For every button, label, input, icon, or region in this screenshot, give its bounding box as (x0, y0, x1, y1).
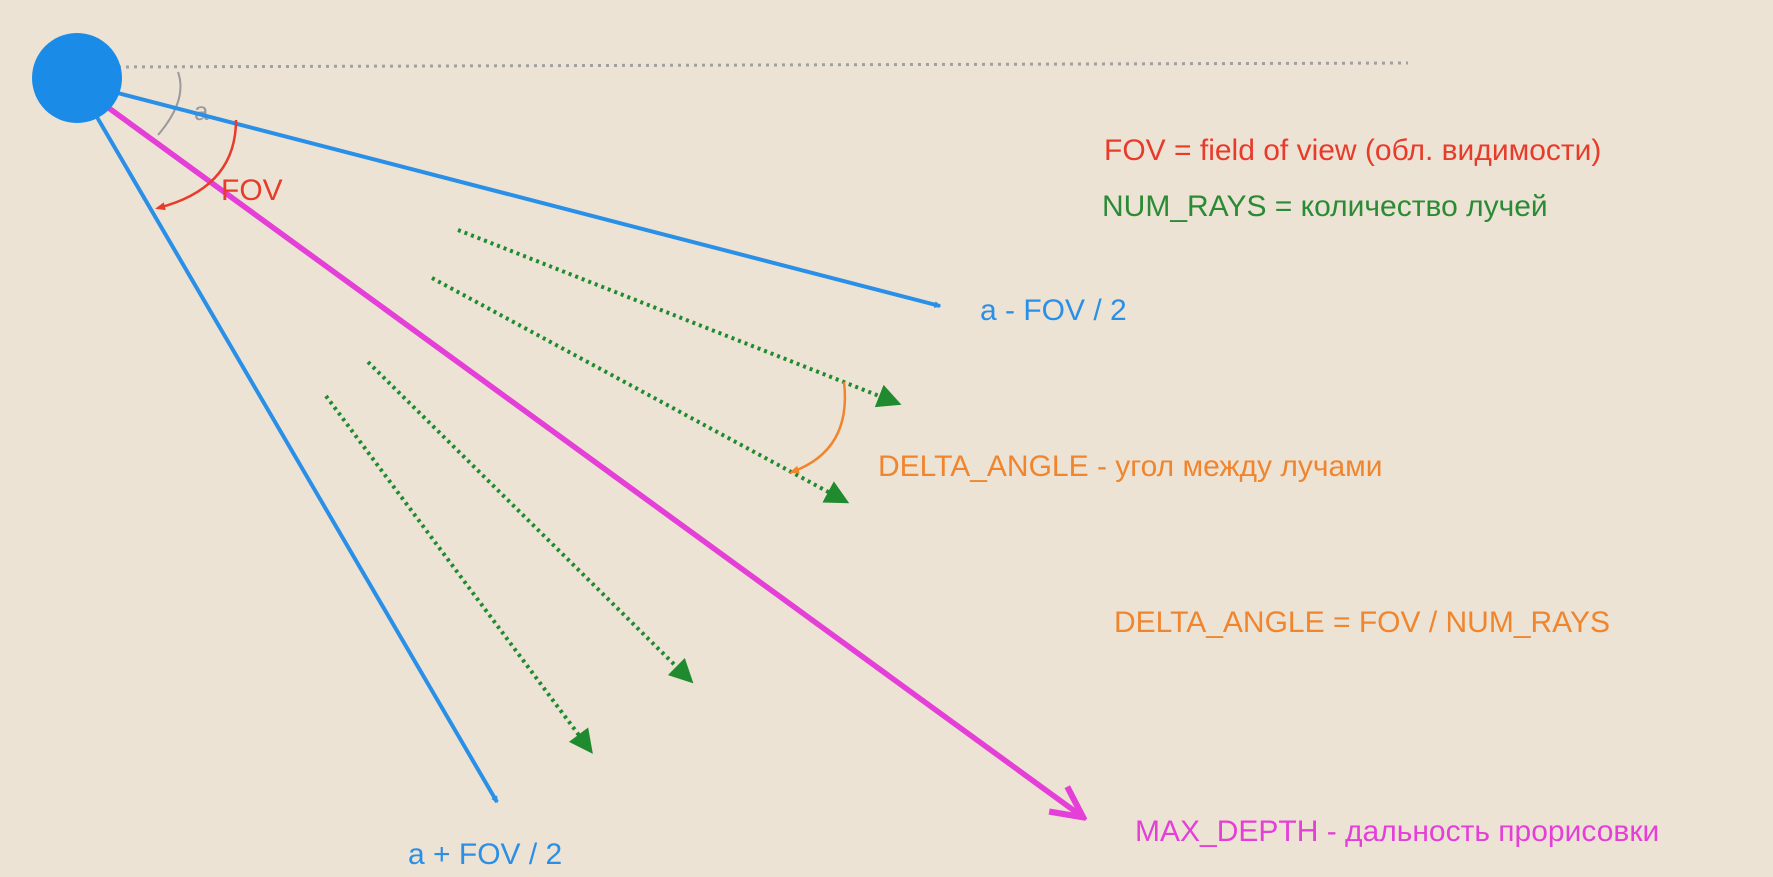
ray-center-max-depth (104, 103, 1080, 815)
delta-angle-arc (789, 381, 847, 474)
intermediate-ray (431, 276, 850, 504)
max-depth-label: MAX_DEPTH - дальность прорисовки (1135, 815, 1659, 848)
ray-right-label: a + FOV / 2 (408, 838, 562, 871)
intermediate-ray (324, 394, 593, 754)
legend-delta-angle-formula: DELTA_ANGLE = FOV / NUM_RAYS (1114, 606, 1610, 639)
intermediate-ray (457, 228, 902, 408)
delta-angle-label: DELTA_ANGLE - угол между лучами (878, 450, 1383, 483)
legend-num-rays: NUM_RAYS = количество лучей (1102, 190, 1548, 223)
angle-a-arc (157, 71, 182, 136)
player-circle (32, 33, 122, 123)
angle-a-label: a (194, 96, 209, 126)
ray-left-edge (105, 88, 942, 308)
reference-direction-line (109, 61, 1409, 69)
fov-arc-label: FOV (221, 174, 283, 207)
ray-left-label: a - FOV / 2 (980, 294, 1127, 327)
intermediate-ray (366, 360, 694, 684)
legend-fov: FOV = field of view (обл. видимости) (1104, 134, 1601, 167)
fov-arc (155, 119, 238, 211)
ray-right-edge (92, 110, 499, 804)
